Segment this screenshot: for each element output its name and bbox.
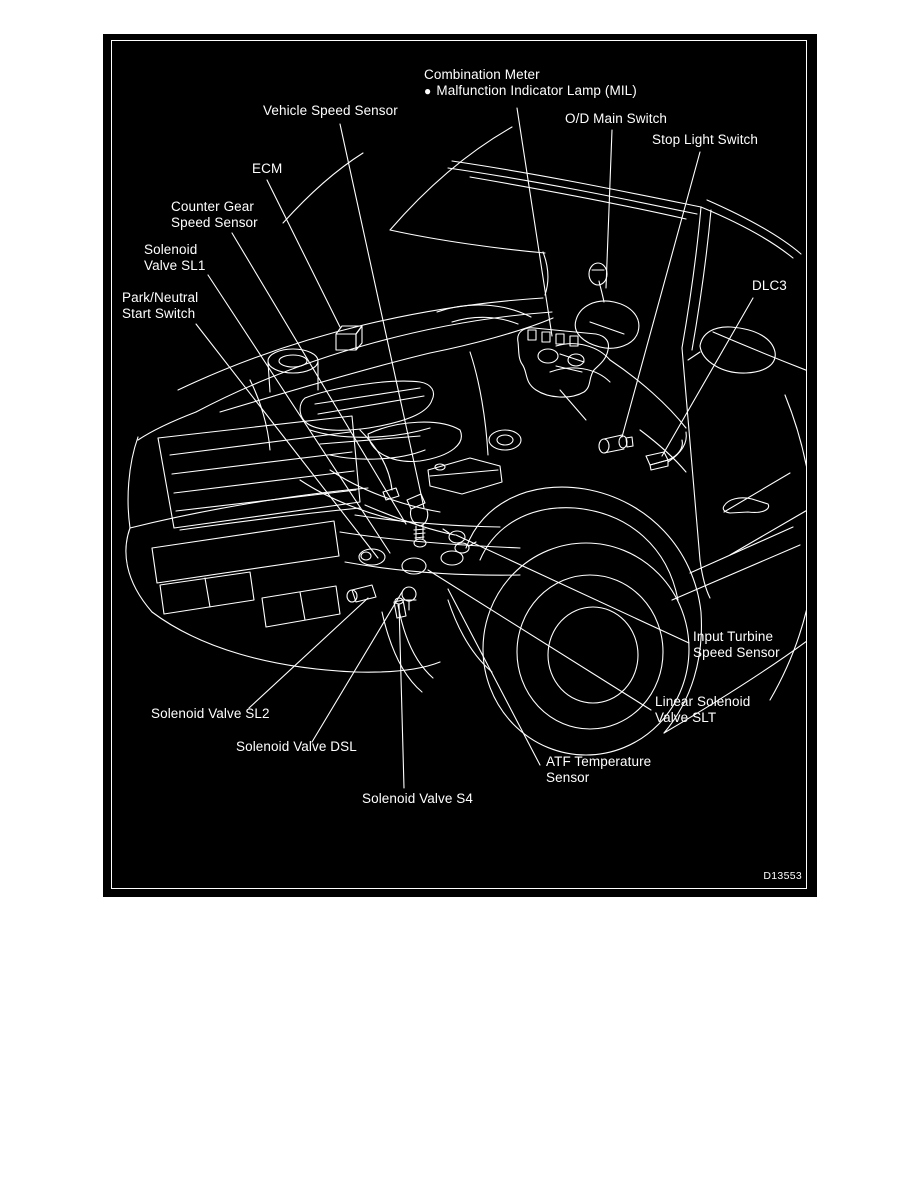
label-combination-meter: Combination Meter ● Malfunction Indicator… (424, 67, 637, 99)
front-wheel (381, 486, 702, 756)
itss-line2: Speed Sensor (693, 644, 780, 660)
label-solenoid-valve-sl1: Solenoid Valve SL1 (144, 242, 205, 273)
sl1-line1: Solenoid (144, 242, 198, 257)
label-park-neutral-start-switch: Park/Neutral Start Switch (122, 290, 198, 321)
label-solenoid-valve-dsl: Solenoid Valve DSL (236, 739, 357, 754)
diagram-inner-border (111, 40, 807, 889)
label-od-main-switch: O/D Main Switch (565, 111, 668, 126)
label-solenoid-valve-s4: Solenoid Valve S4 (362, 791, 474, 806)
mil-line: ● Malfunction Indicator Lamp (MIL) (424, 83, 637, 100)
label-atf-temperature-sensor: ATF Temperature Sensor (546, 754, 651, 785)
combination-meter-text: Combination Meter (424, 67, 540, 82)
combination-meter-glyph (517, 327, 610, 398)
dash-floor-lines (609, 359, 687, 473)
itss-line1: Input Turbine (693, 629, 774, 644)
slt-line2: Valve SLT (655, 709, 717, 725)
pnss-line2: Start Switch (122, 305, 196, 321)
label-dlc3: DLC3 (752, 278, 787, 293)
mil-text: Malfunction Indicator Lamp (MIL) (436, 82, 637, 98)
shifter-glyph (574, 262, 640, 349)
front-grille-bumper (125, 415, 462, 673)
ecm-glyph (335, 325, 363, 351)
label-linear-solenoid-valve-slt: Linear Solenoid Valve SLT (655, 694, 750, 725)
mil-bullet-icon: ● (424, 83, 432, 98)
label-solenoid-valve-sl2: Solenoid Valve SL2 (151, 706, 270, 721)
door-and-side (663, 331, 806, 734)
slt-line1: Linear Solenoid (655, 694, 751, 709)
diagram-frame (103, 34, 817, 897)
leader-lines (195, 107, 754, 789)
dlc3-glyph (645, 439, 683, 471)
pnss-line1: Park/Neutral (122, 290, 199, 305)
counter-gear-line2: Speed Sensor (171, 214, 258, 230)
stop-light-switch-glyph (598, 434, 634, 454)
atf-line1: ATF Temperature (546, 754, 652, 769)
car-body-lines (137, 126, 802, 441)
label-counter-gear-speed-sensor: Counter Gear Speed Sensor (171, 199, 258, 230)
sl1-line2: Valve SL1 (144, 257, 206, 273)
label-vehicle-speed-sensor: Vehicle Speed Sensor (263, 103, 398, 118)
atf-line2: Sensor (546, 769, 590, 785)
label-input-turbine-speed-sensor: Input Turbine Speed Sensor (693, 629, 780, 660)
label-stop-light-switch: Stop Light Switch (652, 132, 759, 147)
side-mirror (687, 326, 776, 374)
steering-wheel-glyph (549, 343, 611, 421)
label-ecm: ECM (252, 161, 283, 176)
counter-gear-line1: Counter Gear (171, 199, 254, 214)
engine-bay-glyphs (249, 348, 522, 523)
figure-code: D13553 (763, 870, 802, 882)
